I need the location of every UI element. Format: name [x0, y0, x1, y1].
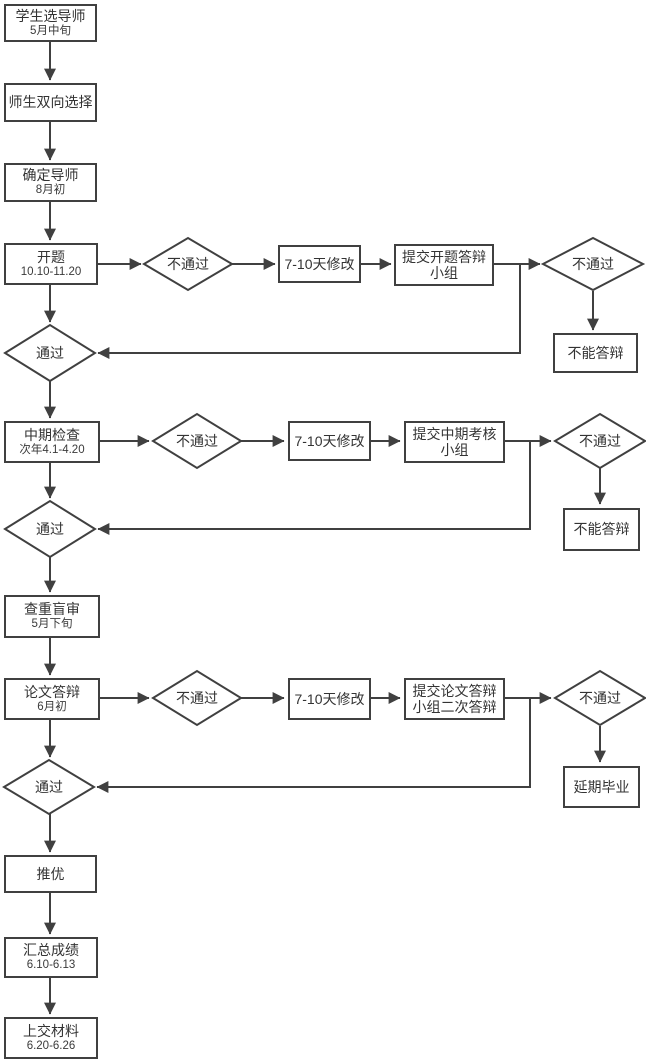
decision-midterm-pass-label: 通过	[36, 521, 64, 537]
node-sublabel: 5月中旬	[30, 24, 71, 37]
node-sublabel: 10.10-11.20	[20, 265, 82, 278]
decision-diamonds	[2, 236, 646, 816]
decision-defense-fail-shape	[151, 669, 243, 727]
decision-midterm-fail-shape	[151, 412, 243, 470]
node-label: 学生选导师	[15, 7, 86, 24]
node-label: 7-10天修改	[294, 690, 365, 707]
decision-proposal-fail-label: 不通过	[167, 256, 209, 272]
decision-proposal-pass-label: 通过	[36, 345, 64, 361]
node-label: 不能答辩	[573, 521, 630, 538]
node-sublabel: 6.10-6.13	[26, 959, 76, 971]
node-label: 论文答辩	[24, 683, 80, 700]
node-label-line1: 提交开题答辩	[402, 248, 486, 265]
node-proposal-submit-group: 提交开题答辩 小组	[394, 244, 494, 286]
node-defense-revise: 7-10天修改	[288, 678, 371, 720]
node-summarize-grades: 汇总成绩 6.10-6.13	[4, 937, 98, 978]
decision-midterm-final-fail-label: 不通过	[579, 433, 621, 449]
decision-midterm-fail-label: 不通过	[176, 433, 218, 449]
decision-midterm-pass-shape	[3, 499, 97, 559]
node-label: 汇总成绩	[23, 942, 79, 959]
node-midterm-revise: 7-10天修改	[288, 421, 371, 461]
node-label-line2: 小组	[440, 442, 469, 458]
node-label: 7-10天修改	[294, 432, 365, 449]
node-midterm-check: 中期检查 次年4.1-4.20	[4, 421, 100, 463]
node-sublabel: 6月初	[37, 700, 67, 713]
node-sublabel: 次年4.1-4.20	[19, 443, 85, 456]
decision-proposal-final-fail-shape	[540, 236, 646, 292]
node-label: 查重盲审	[24, 601, 80, 618]
node-label-line1: 提交论文答辩	[412, 682, 497, 699]
decision-defense-fail-label: 不通过	[176, 690, 218, 706]
node-label: 中期检查	[24, 426, 80, 443]
decision-defense-final-fail-shape	[553, 669, 646, 727]
node-label: 延期毕业	[573, 778, 630, 795]
decision-defense-pass-shape	[2, 758, 96, 816]
node-thesis-defense: 论文答辩 6月初	[4, 678, 100, 720]
node-sublabel: 6.20-6.26	[26, 1039, 76, 1052]
node-submit-materials: 上交材料 6.20-6.26	[4, 1017, 98, 1059]
node-mutual-selection: 师生双向选择	[4, 83, 97, 122]
proposal-branch-arrows	[97, 258, 599, 359]
node-label: 不能答辩	[567, 344, 624, 361]
node-label: 确定导师	[22, 167, 79, 184]
node-label: 开题	[37, 248, 65, 265]
node-midterm-no-defense: 不能答辩	[563, 508, 640, 551]
decision-proposal-pass-shape	[3, 323, 97, 383]
decision-defense-final-fail-label: 不通过	[579, 690, 621, 706]
node-delayed-graduation: 延期毕业	[563, 766, 640, 808]
node-proposal-no-defense: 不能答辩	[553, 333, 638, 373]
node-plagiarism-blind-review: 查重盲审 5月下旬	[4, 595, 100, 638]
node-label: 上交材料	[23, 1022, 79, 1039]
node-recommend-excellence: 推优	[4, 855, 97, 893]
node-label-line2: 小组	[430, 265, 458, 281]
node-select-advisor: 学生选导师 5月中旬	[4, 4, 97, 42]
midterm-branch-arrows	[97, 435, 606, 535]
node-label-line2: 小组二次答辩	[412, 699, 497, 715]
node-sublabel: 5月下旬	[31, 618, 73, 630]
node-label-line1: 提交中期考核	[412, 425, 497, 442]
defense-branch-arrows	[96, 692, 606, 793]
decision-proposal-fail-shape	[142, 236, 234, 292]
node-proposal: 开题 10.10-11.20	[4, 243, 98, 285]
decision-midterm-final-fail-shape	[553, 412, 646, 470]
decision-defense-pass-label: 通过	[35, 779, 63, 795]
node-proposal-revise: 7-10天修改	[278, 245, 361, 283]
node-label: 7-10天修改	[284, 255, 355, 272]
node-label: 师生双向选择	[8, 94, 93, 111]
node-midterm-submit-group: 提交中期考核 小组	[404, 421, 505, 463]
node-confirm-advisor: 确定导师 8月初	[4, 163, 97, 202]
decision-proposal-final-fail-label: 不通过	[572, 256, 614, 272]
node-defense-submit-group: 提交论文答辩 小组二次答辩	[404, 678, 505, 720]
node-label: 推优	[36, 865, 65, 882]
node-sublabel: 8月初	[35, 184, 66, 196]
